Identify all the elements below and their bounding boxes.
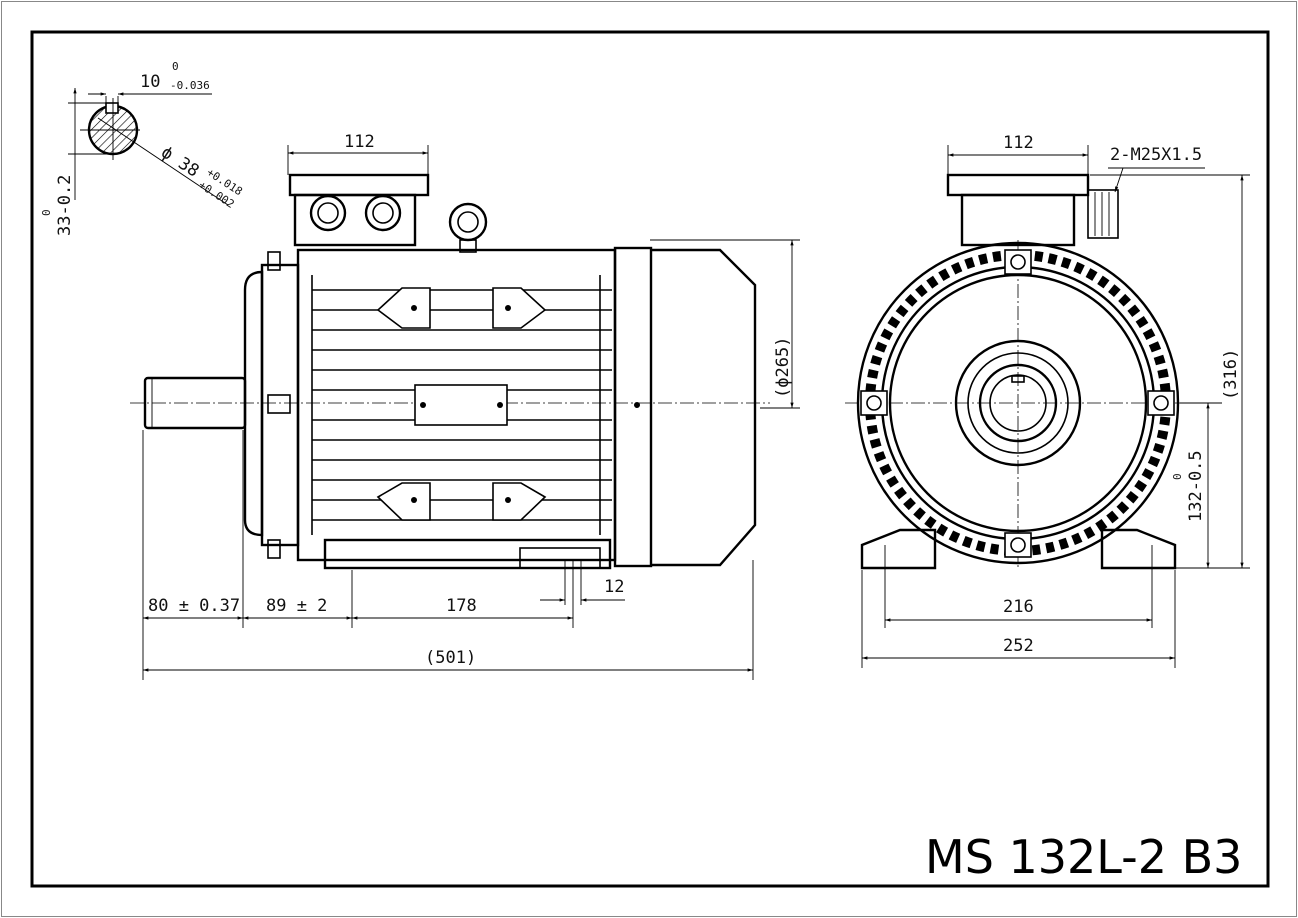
front-view: 112 2-M25X1.5 (316) 132-0.5 0 216 252 bbox=[845, 133, 1250, 668]
foot-hole-spacing-dim: 178 bbox=[446, 596, 477, 616]
overall-height-dim: (316) bbox=[1221, 349, 1241, 400]
shaft-length-dim: 80 ± 0.37 bbox=[148, 596, 240, 616]
cable-gland-label: 2-M25X1.5 bbox=[1110, 145, 1202, 165]
foot-width-dim: 252 bbox=[1003, 636, 1034, 656]
key-width-tol-lower: -0.036 bbox=[170, 79, 210, 92]
overall-length-dim: (501) bbox=[425, 648, 476, 668]
fan-cover-diameter: (ϕ265) bbox=[773, 337, 793, 398]
key-height-label: 33-0.2 bbox=[55, 175, 75, 236]
key-width-label: 10 bbox=[140, 72, 160, 92]
foot-hole-dia-dim: 12 bbox=[604, 577, 624, 597]
key-width-tol-upper: 0 bbox=[172, 60, 179, 73]
side-view: 112 (ϕ265) 80 ± 0.37 89 ± 2 178 12 (501) bbox=[130, 132, 800, 680]
key-height-tol-upper: 0 bbox=[40, 209, 53, 216]
shaft-diameter-label: ϕ 38 bbox=[157, 142, 202, 181]
model-title: MS 132L-2 B3 bbox=[925, 830, 1242, 884]
shaft-section-detail: 10 0 -0.036 ϕ 38 +0.018 +0.002 33-0.2 0 bbox=[40, 60, 245, 236]
drawing-frame bbox=[30, 30, 1270, 888]
shoulder-to-foot-dim: 89 ± 2 bbox=[266, 596, 327, 616]
front-terminal-box-width: 112 bbox=[1003, 133, 1034, 153]
side-terminal-box-width: 112 bbox=[344, 132, 375, 152]
front-foot-hole-spacing-dim: 216 bbox=[1003, 597, 1034, 617]
shaft-height-tol-upper: 0 bbox=[1171, 473, 1184, 480]
shaft-height-dim: 132-0.5 bbox=[1186, 450, 1206, 522]
